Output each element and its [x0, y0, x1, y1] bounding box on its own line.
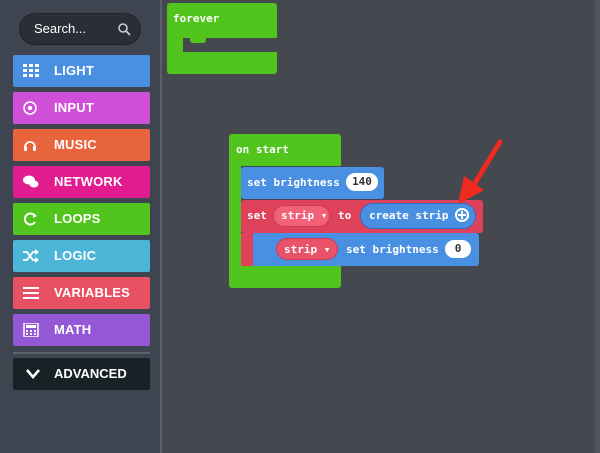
set-brightness-label: set brightness — [247, 176, 340, 189]
expand-plus-icon[interactable] — [455, 208, 469, 222]
category-label: VARIABLES — [54, 285, 130, 300]
on-start-label: on start — [236, 143, 289, 156]
create-strip-label: create strip — [369, 209, 449, 222]
divider — [13, 352, 150, 354]
search-input[interactable]: Search... — [19, 13, 141, 45]
chat-icon — [23, 175, 39, 188]
strip-variable-dropdown[interactable] — [273, 205, 330, 227]
chevron-down-icon — [26, 369, 40, 379]
blocks-workspace[interactable]: forever on start set brightness 140 set … — [160, 0, 600, 453]
strip-set-brightness-label: set brightness — [346, 243, 439, 256]
strip-variable-label: strip ▾ — [281, 209, 328, 222]
refresh-icon — [23, 212, 37, 226]
strip-brightness-value-input[interactable]: 0 — [445, 240, 471, 258]
forever-block-footer — [167, 52, 277, 74]
workspace-scrollbar[interactable] — [595, 0, 600, 453]
on-start-block-arm — [229, 166, 241, 266]
category-loops[interactable]: LOOPS — [13, 203, 150, 235]
on-start-block-footer — [229, 266, 341, 288]
category-input[interactable]: INPUT — [13, 92, 150, 124]
set-label: set — [247, 209, 267, 222]
list-icon — [23, 287, 39, 299]
forever-block-slot — [183, 38, 277, 52]
workspace-border — [160, 0, 162, 453]
category-label: LOGIC — [54, 248, 97, 263]
category-label: MUSIC — [54, 137, 97, 152]
strip-variable-label: strip ▾ — [284, 243, 331, 256]
on-start-block-header[interactable] — [229, 134, 341, 166]
search-icon — [118, 23, 131, 36]
category-label: MATH — [54, 322, 92, 337]
target-icon — [23, 101, 37, 115]
shuffle-icon — [23, 249, 39, 263]
headphones-icon — [24, 141, 36, 151]
set-variable-block-arm — [241, 233, 253, 266]
category-math[interactable]: MATH — [13, 314, 150, 346]
category-label: NETWORK — [54, 174, 123, 189]
calculator-icon — [23, 323, 39, 337]
category-music[interactable]: MUSIC — [13, 129, 150, 161]
search-placeholder: Search... — [34, 21, 87, 36]
forever-block-header[interactable] — [167, 3, 277, 38]
category-logic[interactable]: LOGIC — [13, 240, 150, 272]
brightness-value-input[interactable]: 140 — [346, 173, 378, 191]
advanced-label: ADVANCED — [54, 366, 127, 381]
annotation-arrow-icon — [458, 139, 503, 204]
strip-variable-dropdown[interactable] — [276, 238, 338, 260]
category-light[interactable]: LIGHT — [13, 55, 150, 87]
category-label: LIGHT — [54, 63, 94, 78]
to-label: to — [338, 209, 352, 222]
toolbox: Search... LIGHT INPUT MUSIC NETWORK — [0, 0, 160, 453]
advanced-button[interactable]: ADVANCED — [13, 358, 150, 390]
forever-label: forever — [173, 12, 220, 25]
category-network[interactable]: NETWORK — [13, 166, 150, 198]
category-label: LOOPS — [54, 211, 101, 226]
category-label: INPUT — [54, 100, 94, 115]
forever-block-notch — [190, 38, 206, 43]
grid-icon — [23, 64, 39, 77]
category-variables[interactable]: VARIABLES — [13, 277, 150, 309]
